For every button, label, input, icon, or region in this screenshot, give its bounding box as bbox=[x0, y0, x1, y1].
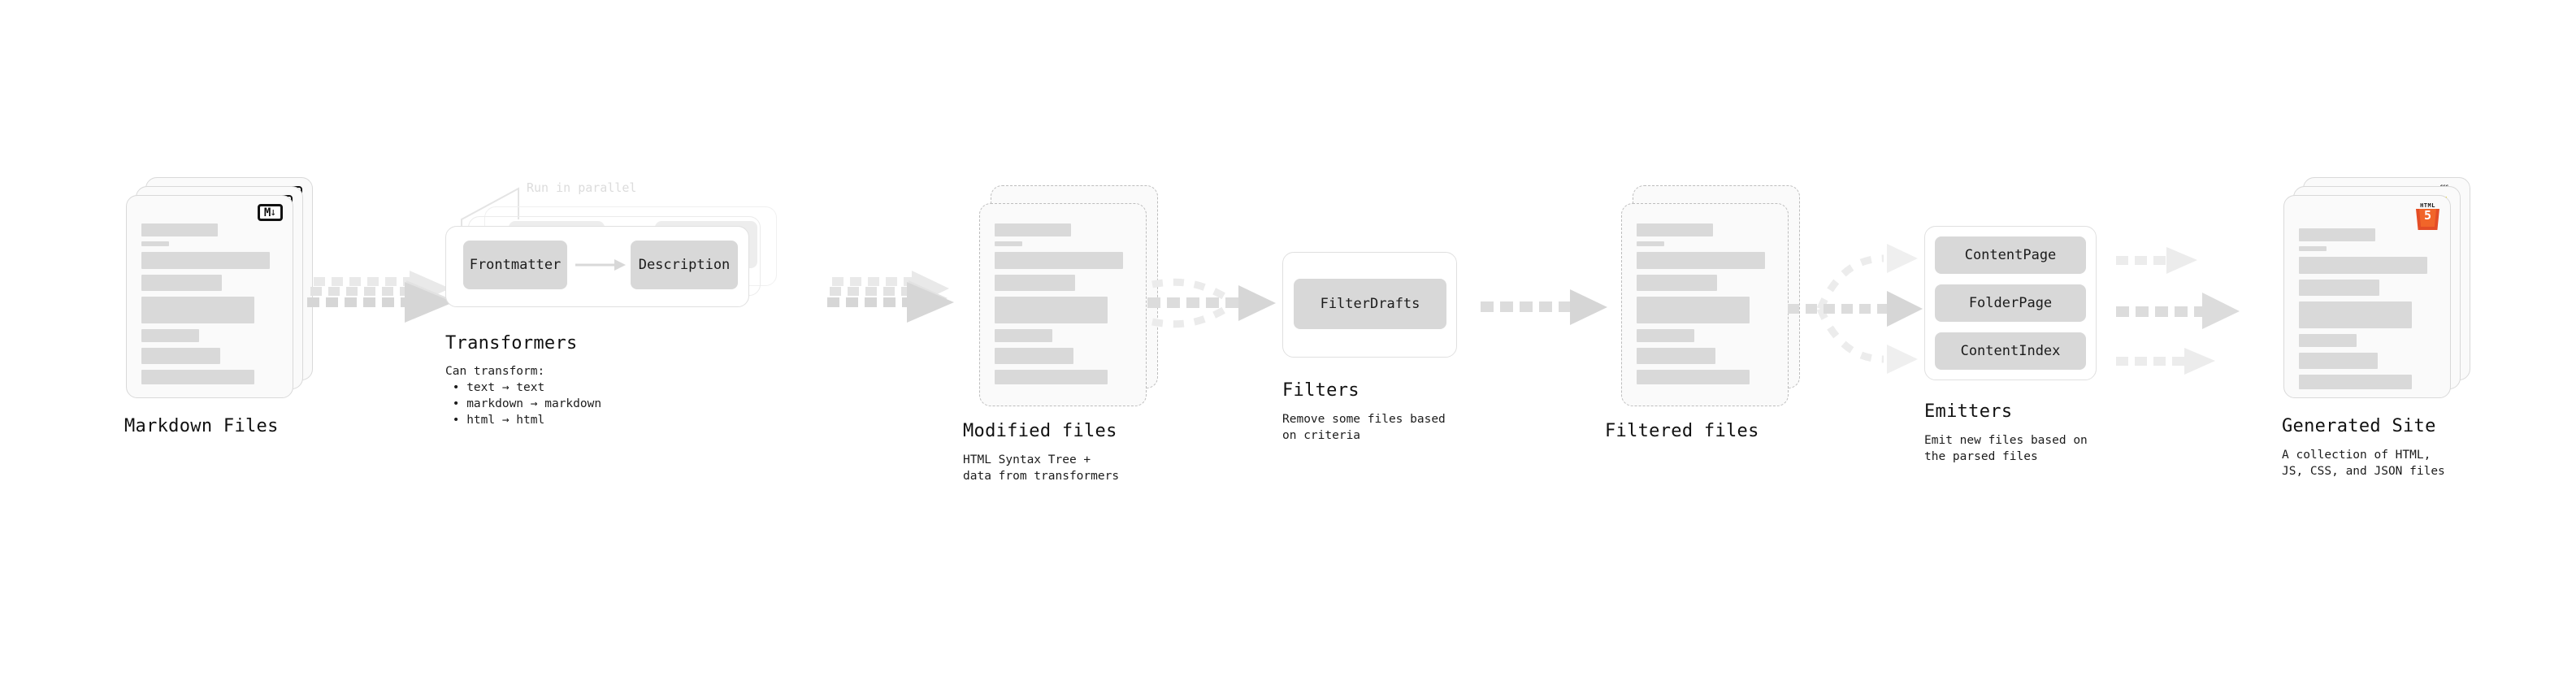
transformers-bullet: • markdown → markdown bbox=[445, 397, 602, 410]
emitter-chip-label: FolderPage bbox=[1968, 295, 2053, 311]
connector-filters-to-filtered bbox=[1481, 289, 1611, 332]
placeholder-line bbox=[995, 348, 1073, 364]
document-placeholder-lines bbox=[2299, 228, 2437, 395]
placeholder-line bbox=[2299, 257, 2428, 274]
emitter-chip-contentindex[interactable]: ContentIndex bbox=[1935, 332, 2086, 370]
modified-file-card-front bbox=[979, 203, 1147, 406]
placeholder-line bbox=[995, 252, 1124, 269]
bullet-text: html → html bbox=[466, 414, 545, 427]
html5-icon: HTML 5 bbox=[2415, 202, 2440, 230]
placeholder-line bbox=[1637, 223, 1713, 236]
document-placeholder-lines bbox=[995, 223, 1133, 390]
transformer-inner-arrow bbox=[575, 258, 627, 272]
transformers-intro: Can transform: bbox=[445, 365, 545, 378]
placeholder-line bbox=[2299, 375, 2413, 389]
caption-filtered-files: Filtered files bbox=[1605, 421, 1759, 441]
stage-subtitle: HTML Syntax Tree + data from transformer… bbox=[963, 453, 1120, 483]
placeholder-line bbox=[995, 223, 1071, 236]
placeholder-line bbox=[141, 297, 255, 323]
placeholder-line bbox=[1637, 252, 1766, 269]
stage-subtitle: Emit new files based on the parsed files bbox=[1924, 434, 2088, 463]
emitter-chip-folderpage[interactable]: FolderPage bbox=[1935, 284, 2086, 322]
placeholder-line bbox=[141, 252, 271, 269]
placeholder-line bbox=[995, 275, 1075, 291]
transformer-chip-description[interactable]: Description bbox=[631, 241, 738, 289]
connector-markdown-to-transformers bbox=[307, 271, 470, 344]
stage-title: Markdown Files bbox=[124, 416, 279, 436]
placeholder-line bbox=[141, 348, 220, 364]
caption-transformers: Transformers Can transform: • text → tex… bbox=[445, 333, 601, 428]
transformer-chip-label: Description bbox=[638, 257, 731, 273]
placeholder-line bbox=[141, 370, 255, 384]
stage-subtitle: Remove some files based on criteria bbox=[1282, 413, 1446, 442]
run-in-parallel-label: Run in parallel bbox=[527, 180, 637, 195]
caption-emitters: Emitters Emit new files based on the par… bbox=[1924, 401, 2088, 465]
caption-markdown-files: Markdown Files bbox=[124, 416, 279, 436]
caption-modified-files: Modified files HTML Syntax Tree + data f… bbox=[963, 421, 1119, 484]
placeholder-line bbox=[2299, 280, 2379, 296]
stage-title: Filters bbox=[1282, 380, 1360, 401]
placeholder-line bbox=[995, 241, 1022, 246]
connector-modified-to-filters bbox=[1147, 258, 1286, 348]
transformers-bullet: • text → text bbox=[445, 381, 545, 394]
filter-chip-label: FilterDrafts bbox=[1320, 296, 1420, 312]
stage-title: Emitters bbox=[1924, 401, 2013, 422]
connector-transformers-to-modified bbox=[827, 271, 974, 344]
bullet-text: markdown → markdown bbox=[466, 397, 602, 410]
placeholder-line bbox=[2299, 301, 2413, 328]
html5-icon-number: 5 bbox=[2423, 208, 2432, 223]
placeholder-line bbox=[1637, 241, 1664, 246]
transformers-bullet: • html → html bbox=[445, 414, 545, 427]
caption-generated-site: Generated Site A collection of HTML, JS,… bbox=[2282, 416, 2445, 479]
placeholder-line bbox=[1637, 275, 1717, 291]
placeholder-line bbox=[2299, 228, 2375, 241]
placeholder-line bbox=[141, 329, 200, 342]
markdown-file-card-front: M ↓ bbox=[126, 195, 293, 398]
transformer-chip-frontmatter[interactable]: Frontmatter bbox=[463, 241, 567, 289]
placeholder-line bbox=[995, 329, 1053, 342]
caption-filters: Filters Remove some files based on crite… bbox=[1282, 380, 1446, 444]
connector-emitters-to-site bbox=[2116, 237, 2270, 384]
placeholder-line bbox=[141, 241, 169, 246]
stage-title: Modified files bbox=[963, 421, 1117, 441]
stage-title: Filtered files bbox=[1605, 421, 1759, 441]
placeholder-line bbox=[1637, 348, 1715, 364]
placeholder-line bbox=[2299, 246, 2327, 251]
stage-subtitle: A collection of HTML, JS, CSS, and JSON … bbox=[2282, 449, 2445, 478]
placeholder-line bbox=[141, 275, 222, 291]
emitter-chip-contentpage[interactable]: ContentPage bbox=[1935, 236, 2086, 274]
generated-site-card-html: HTML 5 bbox=[2283, 195, 2451, 398]
placeholder-line bbox=[2299, 334, 2357, 347]
placeholder-line bbox=[2299, 353, 2378, 369]
transformers-capability-list: Can transform: • text → text • markdown … bbox=[445, 363, 601, 428]
document-placeholder-lines bbox=[141, 223, 280, 390]
placeholder-line bbox=[1637, 329, 1695, 342]
markdown-icon: M ↓ bbox=[258, 204, 283, 221]
emitter-chip-label: ContentIndex bbox=[1960, 343, 2061, 359]
placeholder-line bbox=[1637, 297, 1750, 323]
transformer-chip-label: Frontmatter bbox=[469, 257, 562, 273]
filter-chip-filterdrafts[interactable]: FilterDrafts bbox=[1294, 279, 1446, 329]
markdown-icon-arrow: ↓ bbox=[270, 206, 277, 219]
connector-filtered-to-emitters bbox=[1788, 236, 1926, 382]
markdown-icon-letter: M bbox=[263, 206, 271, 219]
filtered-file-card-front bbox=[1621, 203, 1789, 406]
placeholder-line bbox=[141, 223, 218, 236]
html5-icon-caption: HTML bbox=[2420, 202, 2435, 209]
placeholder-line bbox=[995, 370, 1108, 384]
stage-title: Transformers bbox=[445, 333, 578, 354]
document-placeholder-lines bbox=[1637, 223, 1775, 390]
emitter-chip-label: ContentPage bbox=[1964, 247, 2057, 263]
placeholder-line bbox=[995, 297, 1108, 323]
bullet-text: text → text bbox=[466, 381, 545, 394]
placeholder-line bbox=[1637, 370, 1750, 384]
stage-title: Generated Site bbox=[2282, 416, 2436, 436]
